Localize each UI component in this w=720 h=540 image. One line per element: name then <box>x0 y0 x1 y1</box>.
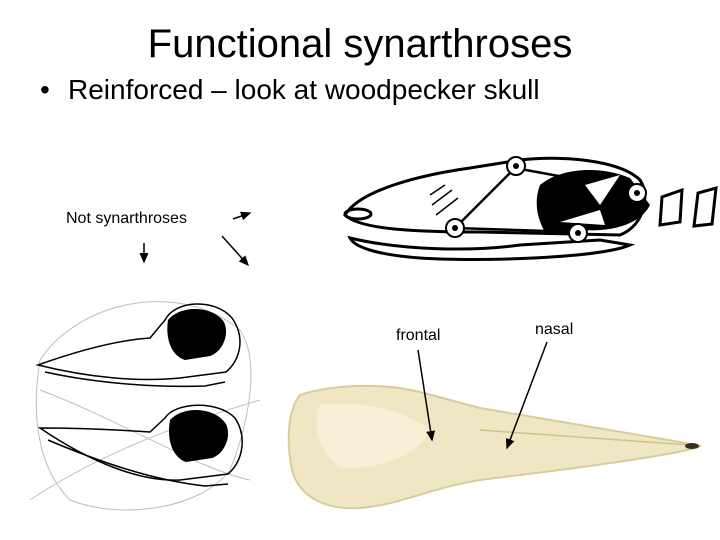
arrow-nasal <box>505 341 548 450</box>
schematic-braincase <box>536 169 650 232</box>
schematic-orbit-lines <box>429 184 459 216</box>
bullet-point: • Reinforced – look at woodpecker skull <box>40 72 540 108</box>
label-not-synarthroses: Not synarthroses <box>66 210 187 227</box>
schematic-plate-2 <box>692 185 718 228</box>
schematic-plate-1 <box>658 187 684 227</box>
arrow-frontal <box>417 349 436 442</box>
bullet-text: Reinforced – look at woodpecker skull <box>68 74 540 105</box>
arrow-down-right <box>221 235 250 267</box>
schematic-lower-jaw <box>347 235 636 261</box>
sketch-skull-upper <box>35 303 241 388</box>
label-frontal: frontal <box>396 327 441 344</box>
slide-title: Functional synarthroses <box>147 22 573 66</box>
sketch-skull-lower <box>37 404 243 487</box>
schematic-skull-outline <box>343 156 647 237</box>
sketch-skull-lower-braincase <box>168 409 229 462</box>
sketch-skull-upper-braincase <box>167 308 227 360</box>
bullet-marker: • <box>40 74 50 105</box>
schematic-nostril <box>343 207 373 221</box>
label-nasal: nasal <box>535 321 574 338</box>
arrow-up-right <box>232 211 252 221</box>
schematic-braincase-gaps <box>560 175 620 225</box>
